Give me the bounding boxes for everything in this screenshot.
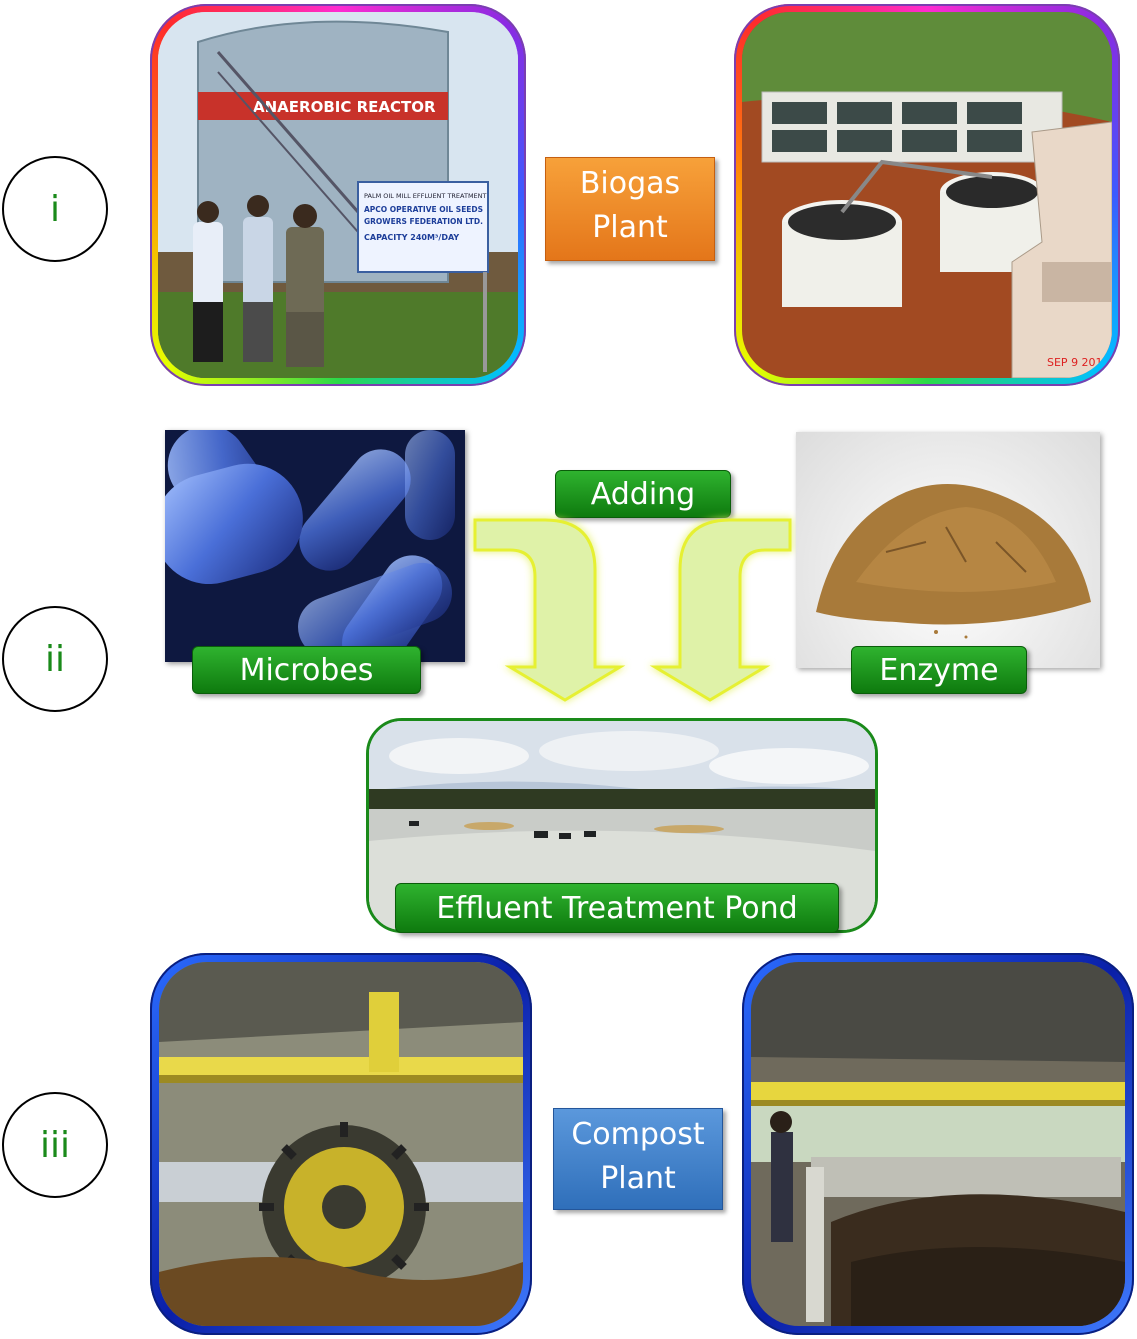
microbes-label: Microbes [192,646,421,694]
biogas-label-line-2: Plant [592,210,668,245]
biogas-plant-label: Biogas Plant [545,157,715,261]
marker-i: i [2,156,108,262]
microbes-illustration [165,430,465,662]
compost-label-line-2: Plant [600,1161,676,1196]
marker-iii: iii [2,1092,108,1198]
tanks-illustration: SEP 9 201 [742,12,1112,378]
biogas-reactor-photo-frame: ANAEROBIC REACTOR PALM OIL MILL EFFLUENT… [150,4,526,386]
sign-line-1: PALM OIL MILL EFFLUENT TREATMENT [364,192,487,200]
compost-turner-photo [159,962,523,1326]
marker-label: ii [44,638,65,680]
enzyme-label-text: Enzyme [879,652,999,688]
adding-label-text: Adding [590,476,696,512]
microbes-label-text: Microbes [239,652,374,688]
compost-turner-photo-frame [150,953,532,1335]
compost-turner-illustration [159,962,523,1326]
marker-label: iii [39,1124,70,1166]
compost-shed-photo-frame [742,953,1134,1335]
reactor-banner: ANAEROBIC REACTOR [253,98,436,116]
effluent-pond-label-text: Effluent Treatment Pond [436,890,798,926]
biogas-tanks-photo-frame: SEP 9 201 [734,4,1120,386]
biogas-label-line-1: Biogas [579,166,681,201]
reactor-illustration: ANAEROBIC REACTOR PALM OIL MILL EFFLUENT… [158,12,518,378]
sign-line-3: GROWERS FEDERATION LTD. [364,217,483,226]
enzyme-image [796,432,1100,668]
left-arrow [473,518,626,702]
biogas-reactor-photo: ANAEROBIC REACTOR PALM OIL MILL EFFLUENT… [158,12,518,378]
sign-line-4: CAPACITY 240M³/DAY [364,233,459,242]
marker-label: i [49,188,60,230]
microbes-image [165,430,465,662]
compost-plant-label: Compost Plant [553,1108,723,1210]
right-arrow [649,518,792,702]
adding-arrows [473,518,792,702]
compost-shed-photo [751,962,1125,1326]
sign-line-2: APCO OPERATIVE OIL SEEDS [364,205,483,214]
reactor-banner-text: ANAEROBIC REACTOR [253,98,436,116]
date-stamp: SEP 9 201 [1047,356,1103,369]
compost-shed-illustration [751,962,1125,1326]
effluent-pond-label: Effluent Treatment Pond [395,883,839,933]
enzyme-label: Enzyme [851,646,1027,694]
compost-label-line-1: Compost [571,1117,705,1152]
adding-label: Adding [555,470,731,518]
marker-ii: ii [2,606,108,712]
biogas-tanks-photo: SEP 9 201 [742,12,1112,378]
enzyme-powder-illustration [816,484,1091,639]
